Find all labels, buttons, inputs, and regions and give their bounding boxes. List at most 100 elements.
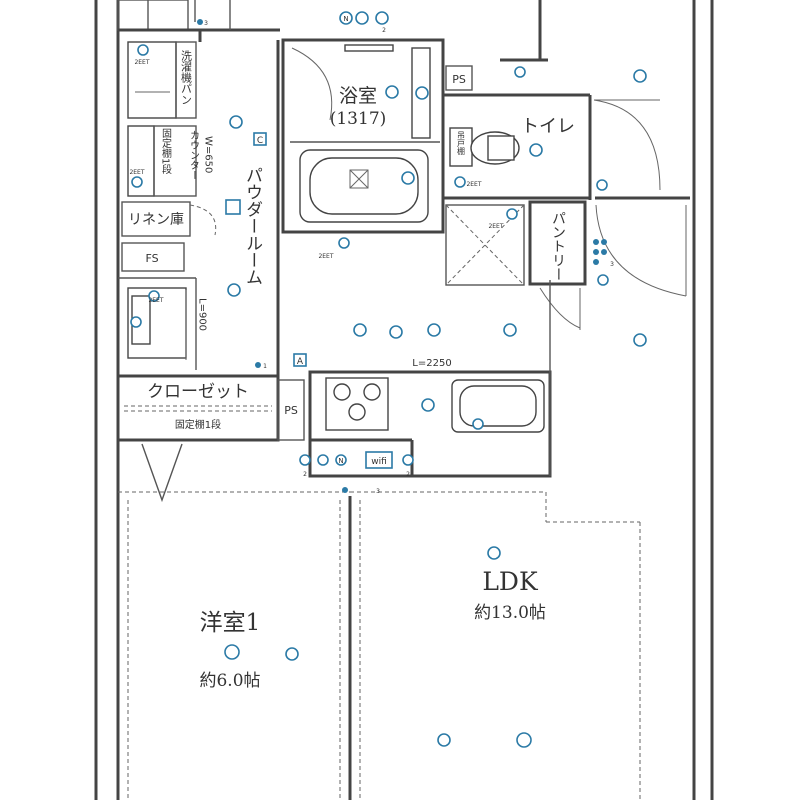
- light-symbol: [633, 333, 647, 347]
- tag-2: 2: [303, 471, 307, 478]
- light-symbol: [401, 171, 415, 185]
- tag-2eet: 2EET: [148, 297, 163, 304]
- wifi-box: [365, 451, 393, 469]
- light-symbol: [427, 323, 441, 337]
- burner-3: [348, 403, 366, 421]
- junction-dot: [601, 249, 607, 255]
- fixed-shelf-label: 固定棚1段: [160, 128, 172, 175]
- storage-box: [445, 204, 525, 286]
- outlet-symbol: [317, 454, 329, 466]
- ps-label-top: PS: [452, 73, 466, 86]
- washer-pan-label: 洗濯機パン: [180, 50, 193, 105]
- counter-label: カウンター: [188, 130, 200, 180]
- tag-2eet: 2EET: [466, 181, 481, 188]
- light-symbol: [529, 143, 543, 157]
- outlet-symbol: [514, 66, 526, 78]
- closet-door: [141, 443, 183, 503]
- light-symbol: [503, 323, 517, 337]
- ps-box-top: [445, 65, 473, 91]
- light-symbol: [353, 323, 367, 337]
- bathroom-walls: [281, 38, 445, 234]
- outlet-symbol: [137, 44, 149, 56]
- storage-cross-1: [445, 204, 525, 286]
- outlet-symbol: [131, 176, 143, 188]
- kitchen-sink-inner: [459, 385, 537, 427]
- outlet-symbol: [335, 454, 347, 466]
- closet-shelf: 固定棚1段: [175, 418, 221, 431]
- outlet-symbol: [415, 86, 429, 100]
- downlight-symbol: [437, 733, 451, 747]
- room-ldk: LDK: [482, 567, 539, 596]
- ps-box-closet: [277, 379, 305, 441]
- light-symbol: [633, 69, 647, 83]
- counter-width-label: W=650: [203, 136, 214, 173]
- room-toilet: トイレ: [521, 116, 575, 137]
- room-ldk-size: 約13.0帖: [474, 603, 546, 623]
- bath-drain: [349, 169, 369, 189]
- tag-1: 1: [263, 363, 267, 370]
- junction-dot: [255, 362, 261, 368]
- junction-dot: [593, 239, 599, 245]
- tag-n: N: [338, 457, 343, 465]
- outlet-symbol: [130, 316, 142, 328]
- room-linen: リネン庫: [128, 211, 184, 228]
- bathtub-inner: [309, 157, 419, 215]
- bath-door-arc: [291, 47, 333, 121]
- room-bath: 浴室: [339, 85, 377, 107]
- tag-2eet: 2EET: [318, 253, 333, 260]
- storage-cross-2: [445, 204, 525, 286]
- tag-2eet: 2EET: [129, 169, 144, 176]
- room-closet: クローゼット: [147, 382, 249, 402]
- downlight-symbol: [285, 647, 299, 661]
- vent-symbol: [225, 199, 241, 215]
- cabinet-label: 吊戸棚: [457, 131, 466, 156]
- room-western1-size: 約6.0帖: [199, 671, 260, 691]
- washer-pan: [127, 41, 177, 119]
- outlet-symbol: [472, 418, 484, 430]
- fs-label: FS: [145, 252, 158, 265]
- pantry-door-arc: [539, 287, 581, 329]
- outlet-symbol: [355, 11, 369, 25]
- light-symbol: [227, 283, 241, 297]
- tag-2: 2: [406, 471, 410, 478]
- tag-3: 3: [610, 261, 614, 268]
- a-symbol-label: A: [297, 357, 304, 367]
- room-powder: パウダールーム: [242, 167, 262, 286]
- light-symbol: [229, 115, 243, 129]
- tag-2eet: 2EET: [488, 223, 503, 230]
- tag-n: N: [343, 15, 348, 23]
- bath-fixture-top: [344, 44, 394, 52]
- room-western1: 洋室1: [200, 610, 261, 636]
- downlight-symbol: [389, 325, 403, 339]
- bath-drain-x2: [349, 169, 369, 189]
- junction-dot: [601, 239, 607, 245]
- outlet-symbol: [148, 290, 160, 302]
- outlet-symbol: [375, 11, 389, 25]
- outlet-symbol: [506, 208, 518, 220]
- toilet-door-arc: [593, 99, 661, 191]
- junction-dot: [342, 487, 348, 493]
- electrical-symbols: [130, 11, 647, 748]
- light-symbol: [487, 546, 501, 560]
- junction-dot: [197, 19, 203, 25]
- pantry-walls: [528, 200, 587, 286]
- tag-2eet: 2EET: [134, 59, 149, 66]
- room-pantry: パントリー: [550, 211, 566, 281]
- outlet-symbol: [454, 176, 466, 188]
- wifi-label: wifi: [371, 457, 387, 467]
- linen-box: [121, 201, 191, 237]
- ps-label-closet: PS: [284, 404, 298, 417]
- outlet-symbol: [339, 11, 353, 25]
- switch-c-symbol: [253, 132, 267, 146]
- right-door-arc: [595, 204, 687, 297]
- counter-label-box: [153, 125, 197, 197]
- light-symbol: [516, 732, 532, 748]
- c-symbol-label: C: [257, 136, 263, 146]
- junction-dot: [593, 259, 599, 265]
- l2250-label: L=2250: [412, 358, 451, 369]
- room-bath-code: (1317): [330, 109, 387, 129]
- outlet-symbol: [299, 454, 311, 466]
- tag-3: 3: [376, 488, 380, 495]
- outlet-symbol: [385, 85, 399, 99]
